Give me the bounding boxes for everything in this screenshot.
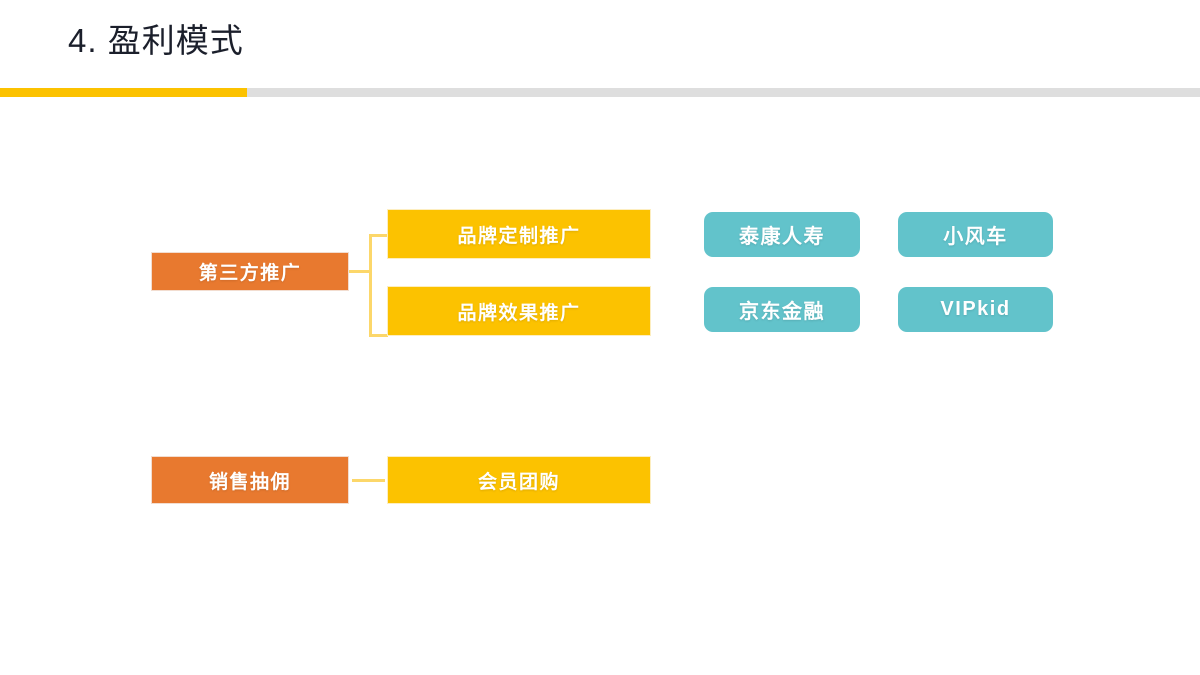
diagram-node-child-member-group-buy[interactable]: 会员团购 bbox=[387, 456, 651, 504]
connector-spine-1 bbox=[369, 234, 372, 337]
example-tag-vipkid[interactable]: VIPkid bbox=[898, 287, 1053, 332]
diagram-node-child-brand-custom-promotion[interactable]: 品牌定制推广 bbox=[387, 209, 651, 259]
connector-arm-upper-1 bbox=[369, 234, 388, 237]
diagram-node-child-brand-performance-promotion[interactable]: 品牌效果推广 bbox=[387, 286, 651, 336]
page-title: 4. 盈利模式 bbox=[68, 22, 244, 59]
example-tag-jd-finance[interactable]: 京东金融 bbox=[704, 287, 860, 332]
connector-root-stem-2 bbox=[352, 479, 385, 482]
title-accent-rule bbox=[0, 88, 247, 97]
diagram-node-root-sales-commission[interactable]: 销售抽佣 bbox=[151, 456, 349, 504]
example-tag-taikang-life[interactable]: 泰康人寿 bbox=[704, 212, 860, 257]
connector-arm-lower-1 bbox=[369, 334, 388, 337]
title-track-rule bbox=[247, 88, 1200, 97]
diagram-node-root-third-party-promotion[interactable]: 第三方推广 bbox=[151, 252, 349, 291]
example-tag-xiaofengche[interactable]: 小风车 bbox=[898, 212, 1053, 257]
connector-root-stem-1 bbox=[349, 270, 371, 273]
